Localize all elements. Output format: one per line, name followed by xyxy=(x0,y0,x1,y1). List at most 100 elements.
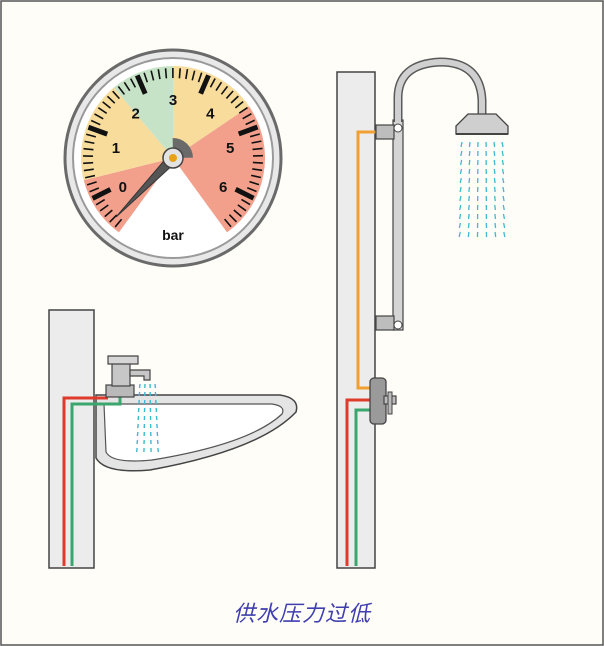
riser-bracket-top xyxy=(375,124,395,140)
gauge-scale-labels: 0 1 2 3 4 5 6 xyxy=(112,92,235,196)
water-drop xyxy=(459,186,462,193)
water-drop xyxy=(468,177,471,184)
gauge-tick xyxy=(249,133,260,138)
gauge-label-4: 4 xyxy=(206,106,215,123)
gauge-tick xyxy=(90,119,101,126)
water-drop xyxy=(468,150,471,157)
gauge-tick xyxy=(89,187,100,193)
gauge-tick xyxy=(238,106,248,114)
gauge-tick xyxy=(97,107,108,114)
gauge-tick xyxy=(106,95,116,104)
water-drop xyxy=(494,231,497,238)
gauge-tick xyxy=(129,78,137,88)
water-drop xyxy=(501,150,504,157)
water-drop xyxy=(494,222,497,229)
mixer-lever xyxy=(387,391,393,415)
pressure-gauge: 0 1 2 3 4 5 6 bar xyxy=(63,48,283,268)
water-drop xyxy=(493,159,496,166)
washbasin-scene xyxy=(48,309,298,569)
water-drop xyxy=(493,186,496,193)
gauge-tick xyxy=(134,74,148,95)
gauge-tick xyxy=(87,124,109,137)
gauge-tick xyxy=(104,209,113,218)
water-drop xyxy=(458,231,461,238)
gauge-tick xyxy=(234,187,255,201)
riser-screw-bottom xyxy=(393,320,403,330)
water-drop xyxy=(459,177,462,184)
water-drop xyxy=(502,213,506,220)
gauge-label-6: 6 xyxy=(219,179,227,196)
faucet-body xyxy=(111,361,131,387)
water-drop xyxy=(502,177,505,184)
basin-hot-pipe xyxy=(62,396,108,566)
gauge-tick xyxy=(112,90,121,100)
water-drop xyxy=(467,222,470,229)
gauge-tick xyxy=(251,140,262,144)
gauge-tick xyxy=(223,218,232,228)
water-drop xyxy=(459,204,462,211)
gauge-tick xyxy=(102,101,111,109)
water-drop xyxy=(459,168,463,175)
gauge-zone-4 xyxy=(173,106,266,233)
faucet-lever xyxy=(107,355,139,365)
gauge-unit-label: bar xyxy=(162,227,184,243)
gauge-tick xyxy=(237,124,259,137)
water-drop xyxy=(501,168,505,175)
gauge-tick xyxy=(185,69,189,80)
gauge-tick xyxy=(250,174,262,179)
gauge-tick xyxy=(198,74,211,95)
gauge-tick xyxy=(242,113,252,120)
gauge-tick xyxy=(85,174,96,179)
riser-bracket-bottom xyxy=(375,315,395,331)
water-drop xyxy=(460,150,463,157)
gauge-tick xyxy=(252,168,263,172)
needle-pivot xyxy=(169,154,177,162)
gauge-tick xyxy=(234,101,244,109)
water-drop xyxy=(502,222,506,229)
water-drop xyxy=(468,186,471,193)
gauge-tick xyxy=(143,72,149,83)
gauge-tick xyxy=(84,140,95,145)
gauge-tick xyxy=(123,81,131,92)
water-drop xyxy=(458,222,462,229)
basin-bowl xyxy=(103,403,284,462)
shower-hot-pipe xyxy=(345,398,370,566)
water-drop xyxy=(460,141,463,148)
gauge-tick xyxy=(225,90,234,99)
gauge-label-5: 5 xyxy=(226,140,234,157)
gauge-tick xyxy=(86,181,97,186)
water-drop xyxy=(493,150,496,157)
gauge-tick xyxy=(197,72,203,83)
shower-cold-pipe xyxy=(354,408,370,566)
gauge-zone-3 xyxy=(173,66,250,158)
gauge-tick xyxy=(252,161,263,164)
gauge-tick xyxy=(246,187,257,193)
water-drop xyxy=(467,231,470,238)
water-drop xyxy=(459,195,462,202)
gauge-label-1: 1 xyxy=(112,140,120,157)
gauge-tick xyxy=(241,198,251,206)
water-drop xyxy=(502,195,505,202)
water-drop xyxy=(468,141,471,148)
water-drop xyxy=(503,231,506,238)
gauge-tick-marks xyxy=(83,67,263,228)
gauge-tick xyxy=(91,187,112,201)
gauge-tick xyxy=(230,95,239,104)
gauge-tick xyxy=(114,218,123,228)
gauge-tick xyxy=(209,78,216,88)
gauge-tick xyxy=(237,204,247,212)
shower-supply-pipe xyxy=(356,130,380,390)
water-drop xyxy=(502,186,505,193)
gauge-tick xyxy=(109,214,118,223)
faucet-spout xyxy=(129,369,151,381)
water-drop xyxy=(494,195,496,202)
gauge-label-2: 2 xyxy=(132,106,140,123)
water-drop xyxy=(468,195,470,202)
gauge-tick xyxy=(245,119,256,126)
gauge-tick xyxy=(215,81,223,92)
gauge-label-0: 0 xyxy=(119,179,127,196)
gauge-needle xyxy=(115,138,193,218)
water-drop xyxy=(493,168,496,175)
